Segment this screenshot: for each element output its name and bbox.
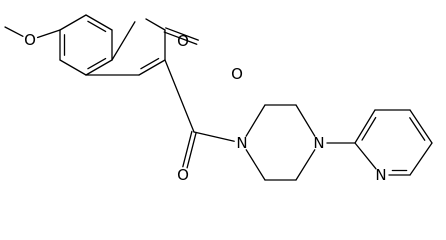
bond-c4a-c8a-inner bbox=[87, 57, 107, 70]
bond-c7-c6 bbox=[59, 14, 87, 31]
bond-py2-py3 bbox=[354, 109, 376, 144]
atom-label-n-piperazine-1: N bbox=[236, 134, 247, 152]
bond-c2-Oc-1 bbox=[163, 31, 198, 45]
atom-label-n-piperazine-4: N bbox=[313, 134, 324, 152]
bond-c8-c7-inner bbox=[87, 20, 107, 33]
bond-N4-p3 bbox=[295, 149, 316, 181]
bond-p4-N1 bbox=[245, 149, 266, 181]
bond-me-Om bbox=[4, 26, 24, 37]
bond-c5-c4a bbox=[59, 59, 87, 76]
atom-label-n-pyridine: N bbox=[375, 166, 386, 184]
bond-Om-c6 bbox=[36, 29, 61, 39]
bond-c8-c7 bbox=[85, 14, 113, 31]
bond-c3-c4-inner bbox=[140, 57, 160, 70]
bond-ca-N1 bbox=[193, 131, 235, 142]
bond-c3-ca bbox=[164, 59, 195, 133]
bond-py2-py3-inner bbox=[361, 116, 377, 141]
bond-py4-py5-inner bbox=[409, 117, 426, 141]
bond-ca-Oa-1 bbox=[182, 130, 193, 168]
bond-lines bbox=[4, 14, 433, 181]
atom-label-o-lactone-carbonyl: O bbox=[231, 65, 243, 83]
atom-labels: O O O O N N N bbox=[24, 31, 387, 184]
bond-py5-py6 bbox=[409, 142, 433, 176]
bond-c4a-c8a bbox=[85, 59, 113, 76]
bond-py4-py5 bbox=[409, 109, 433, 144]
bond-c3-c4 bbox=[138, 59, 166, 76]
bond-c2-Oc-2 bbox=[165, 27, 199, 41]
chemical-structure: O O O O N N N bbox=[4, 14, 433, 184]
bond-ca-Oa-2 bbox=[186, 131, 197, 169]
atom-label-o-ring: O bbox=[177, 32, 189, 50]
bond-c8a-Or bbox=[111, 21, 136, 61]
bond-N1-p1 bbox=[245, 104, 266, 137]
atom-label-o-methoxy: O bbox=[24, 31, 36, 49]
bond-Npy-py2 bbox=[354, 142, 377, 170]
bond-p2-N4 bbox=[295, 104, 316, 137]
bond-Or-c2 bbox=[145, 18, 166, 31]
atom-label-o-amide-carbonyl: O bbox=[177, 166, 189, 184]
